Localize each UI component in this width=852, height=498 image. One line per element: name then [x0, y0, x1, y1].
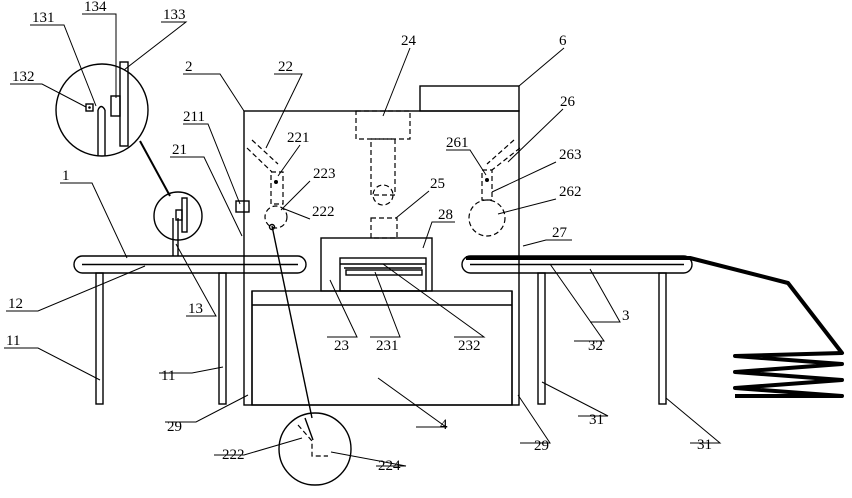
label-223: 223: [313, 166, 336, 182]
label-263: 263: [559, 147, 582, 163]
left-arm-body: [271, 172, 283, 204]
label-21: 21: [172, 142, 187, 158]
press-rod: [371, 139, 395, 195]
label-12: 12: [8, 296, 23, 312]
press-assembly-24: [356, 111, 410, 238]
left-leg-inner: [219, 273, 226, 404]
label-22: 22: [278, 59, 293, 75]
detail-224-circle: [279, 413, 351, 485]
detail-connector: [140, 141, 170, 196]
right-leg-outer: [659, 273, 666, 404]
right-arm-26: [469, 140, 520, 236]
label-11-a: 11: [6, 333, 20, 349]
label-1: 1: [62, 168, 70, 184]
leader-lines: [4, 14, 720, 466]
label-29-a: 29: [167, 419, 182, 435]
label-222-b: 222: [222, 447, 245, 463]
label-221: 221: [287, 130, 310, 146]
right-roller-262: [469, 200, 505, 236]
label-31-b: 31: [697, 437, 712, 453]
left-leg-outer: [96, 273, 103, 404]
large-detail-circle: [56, 64, 148, 156]
label-26: 26: [560, 94, 576, 110]
right-arm-body: [482, 170, 492, 200]
die-plate: [346, 270, 422, 275]
left-arm-22: [236, 140, 312, 418]
left-conveyor: [74, 240, 306, 404]
left-pivot: [274, 180, 278, 184]
left-roller-223: [265, 206, 287, 228]
large-bracket: [111, 96, 120, 116]
small-plate: [182, 198, 187, 232]
detail-224: [279, 413, 351, 485]
sensor-detail-large: [56, 62, 170, 196]
label-31-a: 31: [589, 412, 604, 428]
label-27: 27: [552, 225, 568, 241]
sensor-detail-small: [154, 192, 202, 240]
reference-labels: 131 132 134 133 2 22 24 6 211 21 221 223…: [6, 0, 712, 474]
label-262: 262: [559, 184, 582, 200]
label-4: 4: [440, 417, 448, 433]
label-134: 134: [84, 0, 107, 15]
label-29-b: 29: [534, 438, 549, 454]
right-pivot: [485, 178, 489, 182]
label-232: 232: [458, 338, 481, 354]
right-leg-inner: [538, 273, 545, 404]
label-231: 231: [376, 338, 399, 354]
detail-hook: [298, 425, 328, 456]
folded-material: [466, 258, 842, 396]
label-2: 2: [185, 59, 193, 75]
label-132: 132: [12, 69, 35, 85]
sensor-dot: [88, 106, 91, 109]
label-28: 28: [438, 207, 453, 223]
label-24: 24: [401, 33, 417, 49]
label-211: 211: [183, 109, 205, 125]
label-3: 3: [622, 308, 630, 324]
sensor-arc: [98, 107, 105, 111]
label-6: 6: [559, 33, 567, 49]
left-arm-link: [247, 140, 278, 172]
label-222-a: 222: [312, 204, 335, 220]
top-box-6: [420, 86, 519, 111]
label-32: 32: [588, 338, 603, 354]
sensor-211: [236, 201, 249, 212]
label-131: 131: [32, 10, 55, 26]
large-plate: [120, 62, 128, 146]
press-head-25: [371, 218, 397, 238]
main-housing: [244, 86, 519, 405]
pull-wire: [272, 226, 312, 418]
label-25: 25: [430, 176, 445, 192]
label-13: 13: [188, 301, 203, 317]
label-261: 261: [446, 135, 469, 151]
label-133: 133: [163, 7, 186, 23]
label-11-b: 11: [161, 368, 175, 384]
small-bracket: [176, 210, 182, 220]
label-23: 23: [334, 338, 349, 354]
label-224: 224: [378, 458, 401, 474]
